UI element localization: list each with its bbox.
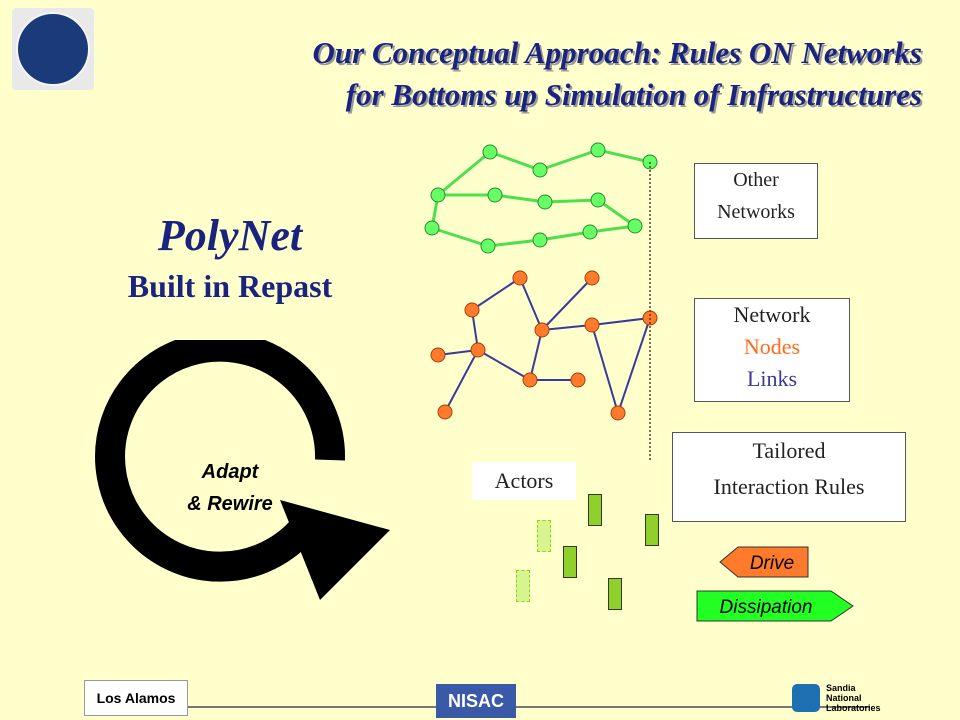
sandia-logo: Sandia National Laboratories <box>792 682 912 714</box>
svg-text:Adapt: Adapt <box>201 461 260 483</box>
nisac-logo: NISAC <box>436 684 516 718</box>
page-title: Our Conceptual Approach: Rules ON Networ… <box>312 35 922 112</box>
polynet-subtitle: Built in Repast <box>127 268 333 304</box>
dissipation-arrow: Dissipation <box>696 590 854 622</box>
svg-text:& Rewire: & Rewire <box>187 493 273 515</box>
network-diagram <box>424 142 658 460</box>
dhs-seal <box>12 8 94 90</box>
los-alamos-logo: Los Alamos <box>84 680 188 716</box>
actors-label: Actors <box>472 462 576 500</box>
other-networks-box: Other Networks <box>694 163 818 239</box>
svg-text:Dissipation: Dissipation <box>720 597 813 618</box>
adapt-rewire-cycle: Adapt & Rewire <box>95 340 390 600</box>
drive-arrow: Drive <box>719 546 809 578</box>
polynet-title: PolyNet <box>157 211 303 260</box>
svg-text:Drive: Drive <box>750 553 794 574</box>
network-legend-box: Network Nodes Links <box>694 298 850 402</box>
